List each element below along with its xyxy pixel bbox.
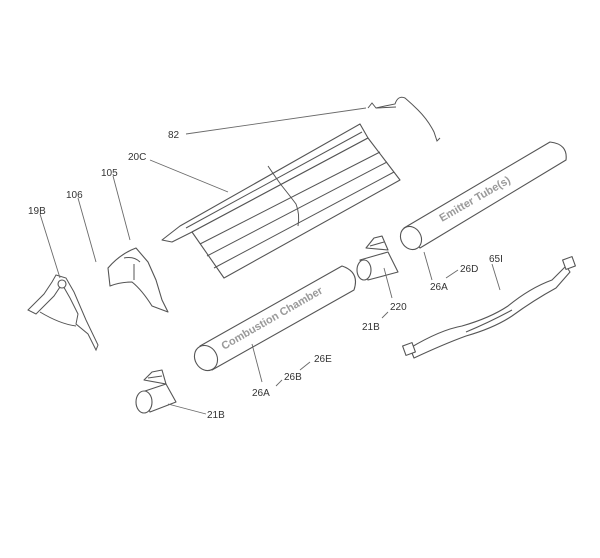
leader-lines xyxy=(39,107,501,415)
callout-26b: 26B xyxy=(284,372,302,383)
callout-106: 106 xyxy=(66,190,83,201)
callout-105: 105 xyxy=(101,168,118,179)
wire-hook-part-82 xyxy=(367,96,441,142)
callout-21b-middle: 21B xyxy=(362,322,380,333)
emitter-tube-part: Emitter Tube(s) xyxy=(399,141,567,251)
callout-82: 82 xyxy=(168,130,180,141)
clamp-part-21b-bottom xyxy=(135,369,177,414)
callout-labels: 82 20C 105 106 19B 26D 26A 65I 220 21B 2… xyxy=(28,130,503,421)
clamp-part-21b-middle xyxy=(356,235,399,281)
twisted-strap-part-65i xyxy=(402,256,576,359)
callout-20c: 20C xyxy=(128,152,146,163)
callout-65i: 65I xyxy=(489,254,503,265)
reflector-part-20c xyxy=(161,123,401,279)
combustion-chamber-label: Combustion Chamber xyxy=(220,284,326,352)
bracket-part-105 xyxy=(107,247,169,313)
callout-220: 220 xyxy=(390,302,407,313)
callout-26a-right: 26A xyxy=(430,282,448,293)
wire-bracket-part-19b xyxy=(27,274,99,352)
callout-21b-bottom: 21B xyxy=(207,410,225,421)
callout-19b: 19B xyxy=(28,206,46,217)
callout-26d: 26D xyxy=(460,264,478,275)
callout-26a-left: 26A xyxy=(252,388,270,399)
callout-26e: 26E xyxy=(314,354,332,365)
